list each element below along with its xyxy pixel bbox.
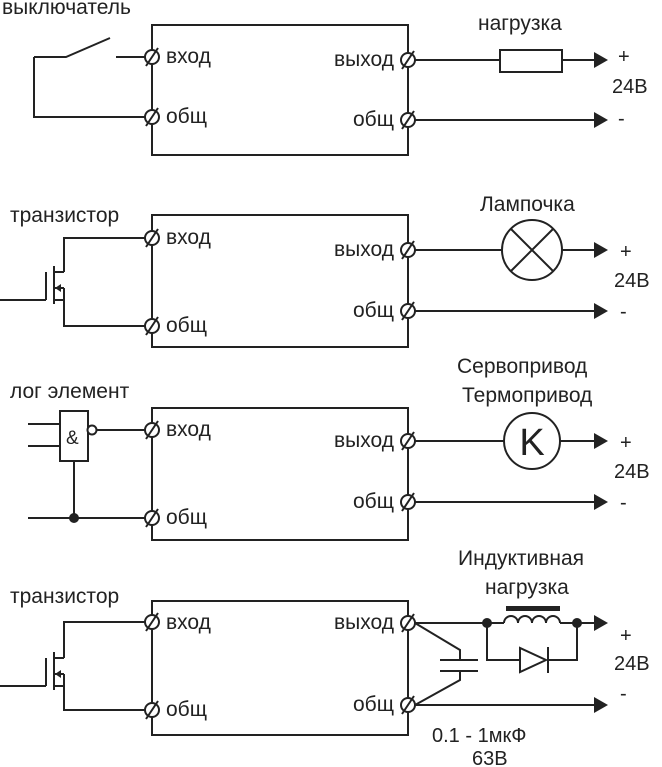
servo-label: Сервопривод [457,355,587,378]
plus-label: + [618,46,630,68]
terminal-com-right-icon [400,110,416,130]
gate-symbol: & [66,428,79,449]
terminal-com-left-icon [144,700,160,720]
pin-com-right-label: общ [353,299,394,322]
block-switch: выключатель вход общ выход общ нагрузка … [2,0,648,156]
terminal-com-right-icon [400,695,416,715]
terminal-in-icon [144,47,160,67]
inductive-label-2: нагрузка [485,576,569,599]
capacitor-label: 0.1 - 1мкФ [432,725,526,747]
pin-com-left-label: общ [166,506,207,529]
plus-label: + [620,241,632,263]
transistor-label: транзистор [10,204,119,227]
arrow-plus-icon [594,433,608,449]
minus-label: - [620,683,627,705]
voltage-label: 24В [612,76,648,98]
transistor-label: транзистор [10,585,119,608]
module-box [151,24,409,156]
pin-com-left-label: общ [166,314,207,337]
inductor-icon [485,606,561,624]
terminal-com-left-icon [144,316,160,336]
junction-dot [69,513,79,523]
pin-out-label: выход [334,48,394,71]
pin-in-label: вход [166,611,211,634]
lamp-icon [501,219,563,281]
terminal-out-icon [400,240,416,260]
terminal-com-left-icon [144,107,160,127]
pin-in-label: вход [166,45,211,68]
arrow-minus-icon [594,697,608,713]
relay-symbol: K [519,422,544,464]
arrow-minus-icon [594,303,608,319]
terminal-com-right-icon [400,301,416,321]
block-transistor-inductive: транзистор вход общ выход общ Индуктивна… [0,547,650,767]
pin-com-left-label: общ [166,698,207,721]
module-box [151,407,409,541]
pin-out-label: выход [334,238,394,261]
switch-contact-icon [34,37,111,58]
minus-label: - [620,492,627,514]
arrow-minus-icon [594,112,608,128]
terminal-in-icon [144,612,160,632]
transistor-icon [0,621,152,711]
pin-out-label: выход [334,611,394,634]
terminal-out-icon [400,50,416,70]
diode-icon [486,623,578,674]
lamp-label: Лампочка [480,193,575,216]
minus-label: - [618,108,625,130]
terminal-in-icon [144,420,160,440]
thermo-label: Термопривод [462,384,592,407]
module-box [151,214,409,348]
pin-in-label: вход [166,418,211,441]
arrow-plus-icon [594,615,608,631]
terminal-com-right-icon [400,492,416,512]
pin-com-right-label: общ [353,693,394,716]
pin-com-right-label: общ [353,490,394,513]
pin-com-left-label: общ [166,105,207,128]
arrow-minus-icon [594,494,608,510]
and-gate-icon: & [28,410,152,518]
wire-switch-return [33,57,152,118]
pin-in-label: вход [166,226,211,249]
switch-label: выключатель [2,0,131,19]
voltage-label: 24В [614,461,650,483]
capacitor-voltage-label: 63В [472,748,508,767]
inductive-label: Индуктивная [458,547,584,570]
terminal-out-icon [400,431,416,451]
pin-out-label: выход [334,429,394,452]
arrow-plus-icon [594,52,608,68]
terminal-com-left-icon [144,508,160,528]
voltage-label: 24В [614,270,650,292]
block-logic-relay: лог элемент & вход общ выход общ Сервопр… [10,355,650,541]
voltage-label: 24В [614,653,650,675]
terminal-out-icon [400,613,416,633]
relay-icon: K [503,412,561,470]
arrow-plus-icon [594,242,608,258]
block-transistor-lamp: транзистор вход общ выход общ Лампочка +… [0,193,650,348]
resistor-icon [499,49,563,73]
minus-label: - [620,301,627,323]
capacitor-icon [414,622,478,706]
terminal-in-icon [144,228,160,248]
module-box [151,600,409,736]
transistor-icon [0,237,152,327]
pin-com-right-label: общ [353,108,394,131]
plus-label: + [620,432,632,454]
logic-label: лог элемент [10,380,130,403]
load-label: нагрузка [478,12,562,35]
plus-label: + [620,625,632,647]
